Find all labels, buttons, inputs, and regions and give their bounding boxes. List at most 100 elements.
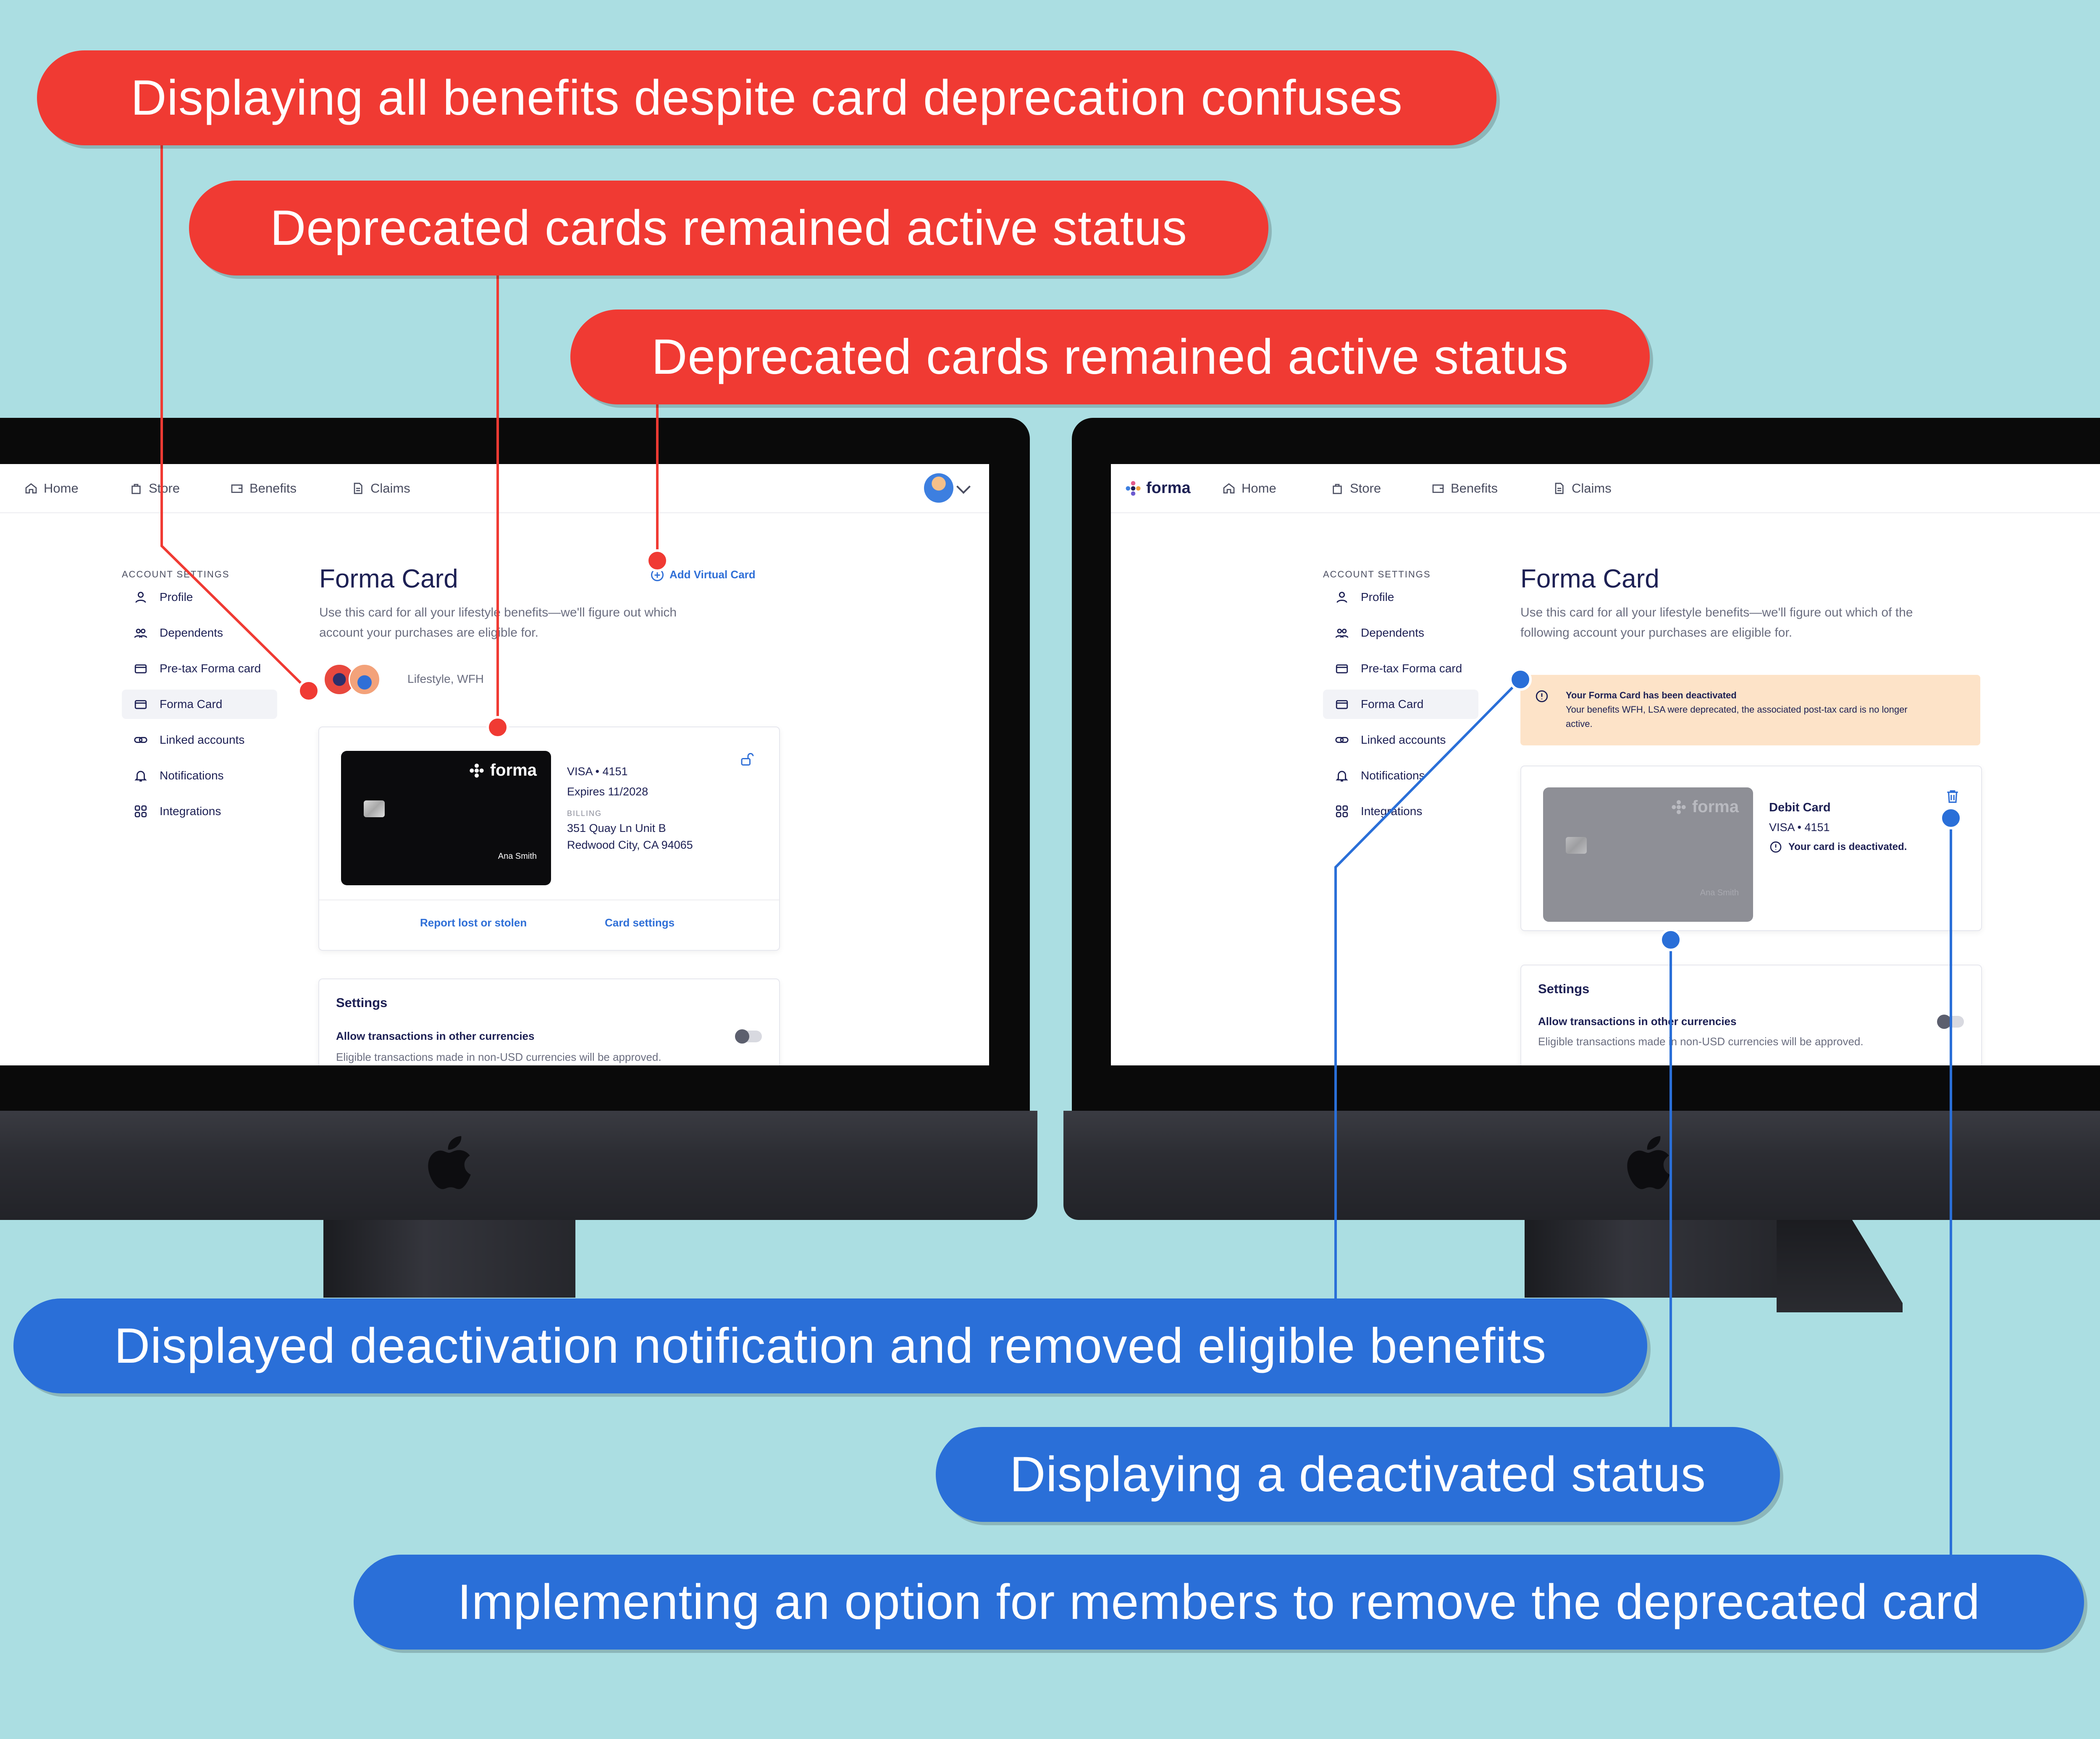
nav-claims[interactable]: Claims — [1552, 464, 1612, 512]
sidebar-item-label: Profile — [160, 590, 193, 603]
sidebar-item-integrations[interactable]: Integrations — [122, 797, 277, 826]
nav-claims[interactable]: Claims — [351, 464, 410, 512]
sidebar-item-pretax-card[interactable]: Pre-tax Forma card — [122, 654, 277, 683]
forma-logo-icon — [1126, 481, 1141, 496]
wallet-icon — [1432, 484, 1444, 493]
sidebar-item-linked-accounts[interactable]: Linked accounts — [122, 725, 277, 755]
nav-benefits-label: Benefits — [1451, 480, 1498, 496]
trash-icon[interactable] — [1945, 788, 1961, 804]
apple-logo-icon — [428, 1136, 471, 1189]
currency-setting-description: Eligible transactions made in non-USD cu… — [1538, 1035, 1864, 1048]
billing-address-1: 351 Quay Ln Unit B — [567, 822, 666, 834]
nav-home[interactable]: Home — [1222, 464, 1276, 512]
currency-toggle[interactable] — [735, 1029, 762, 1044]
sidebar-item-notifications[interactable]: Notifications — [1323, 761, 1478, 790]
settings-panel: Settings Allow transactions in other cur… — [1520, 965, 1982, 1065]
report-lost-link[interactable]: Report lost or stolen — [420, 916, 527, 929]
card-icon — [134, 664, 147, 674]
users-icon — [1335, 629, 1349, 638]
users-icon — [134, 629, 147, 638]
stand-base — [1777, 1220, 1903, 1312]
sidebar-item-dependents[interactable]: Dependents — [122, 618, 277, 648]
account-settings-label: ACCOUNT SETTINGS — [122, 569, 230, 580]
billing-label: BILLING — [567, 809, 602, 818]
sidebar-item-label: Dependents — [1361, 626, 1425, 639]
sidebar-item-pretax-card[interactable]: Pre-tax Forma card — [1323, 654, 1478, 683]
settings-title: Settings — [1538, 981, 1590, 996]
info-icon — [1536, 690, 1548, 703]
sidebar-item-profile[interactable]: Profile — [1323, 582, 1478, 612]
card-icon — [134, 700, 147, 709]
nav-benefits-label: Benefits — [249, 480, 297, 496]
nav-home-label: Home — [1242, 480, 1276, 496]
sidebar-item-label: Pre-tax Forma card — [1361, 662, 1462, 675]
sidebar-item-profile[interactable]: Profile — [122, 582, 277, 612]
user-icon — [1336, 592, 1347, 603]
forma-logo[interactable]: forma — [1124, 464, 1191, 512]
screen-after: forma Home Store Benefits Claims ACCOUNT… — [1111, 464, 2100, 1065]
bag-icon — [1333, 483, 1342, 494]
currency-setting-label: Allow transactions in other currencies — [1538, 1015, 1737, 1028]
document-icon — [1555, 483, 1564, 494]
card-status-text: Your card is deactivated. — [1788, 841, 1907, 852]
chevron-down-icon[interactable] — [956, 480, 971, 494]
grid-icon — [1336, 805, 1348, 818]
grid-icon — [134, 805, 147, 818]
currency-toggle[interactable] — [1937, 1015, 1964, 1029]
forma-logo-icon — [470, 763, 484, 778]
page-title: Forma Card — [319, 564, 458, 593]
card-type: Debit Card — [1769, 801, 1831, 814]
benefits-label: Lifestyle, WFH — [407, 672, 484, 685]
settings-panel: Settings Allow transactions in other cur… — [318, 978, 780, 1065]
sidebar-item-forma-card[interactable]: Forma Card — [122, 690, 277, 719]
billing-address-2: Redwood City, CA 94065 — [567, 839, 693, 851]
callout-blue-2: Displaying a deactivated status — [936, 1427, 1780, 1522]
sidebar-item-label: Notifications — [160, 769, 224, 782]
card-status: Your card is deactivated. — [1769, 840, 1907, 854]
sidebar-item-label: Integrations — [160, 805, 221, 818]
account-settings-label: ACCOUNT SETTINGS — [1323, 569, 1431, 580]
nav-store-label: Store — [149, 480, 180, 496]
card-settings-link[interactable]: Card settings — [605, 916, 675, 929]
currency-setting-label: Allow transactions in other currencies — [336, 1030, 535, 1042]
sidebar-item-dependents[interactable]: Dependents — [1323, 618, 1478, 648]
callout-red-3: Deprecated cards remained active status — [570, 310, 1650, 404]
forma-card-black: forma Ana Smith — [341, 751, 551, 885]
alert-body-line1: Your benefits WFH, LSA were deprecated, … — [1566, 704, 1908, 715]
nav-home[interactable]: Home — [24, 464, 79, 512]
forma-logo-text: forma — [490, 761, 537, 779]
alert-title: Your Forma Card has been deactivated — [1566, 690, 1737, 700]
callout-blue-1: Displayed deactivation notification and … — [13, 1298, 1647, 1393]
nav-store-label: Store — [1350, 480, 1381, 496]
bell-icon — [1336, 771, 1348, 782]
sidebar-item-label: Linked accounts — [160, 733, 245, 746]
sidebar-item-forma-card[interactable]: Forma Card — [1323, 690, 1478, 719]
callout-blue-3: Implementing an option for members to re… — [354, 1555, 2084, 1650]
add-virtual-card-button[interactable]: + Add Virtual Card — [651, 568, 756, 581]
apple-logo-icon — [1627, 1136, 1670, 1189]
nav-home-label: Home — [44, 480, 79, 496]
user-icon — [135, 592, 146, 603]
nav-benefits[interactable]: Benefits — [1431, 464, 1498, 512]
card-icon — [1336, 700, 1348, 709]
settings-title: Settings — [336, 995, 388, 1010]
add-virtual-card-label: Add Virtual Card — [669, 568, 756, 581]
sidebar-item-notifications[interactable]: Notifications — [122, 761, 277, 790]
callout-red-2: Deprecated cards remained active status — [189, 181, 1268, 275]
sidebar-item-label: Pre-tax Forma card — [160, 662, 261, 675]
sidebar-item-label: Notifications — [1361, 769, 1425, 782]
card-chip — [364, 800, 385, 817]
page-description-line1: Use this card for all your lifestyle ben… — [319, 606, 677, 619]
sidebar-item-linked-accounts[interactable]: Linked accounts — [1323, 725, 1478, 755]
nav-benefits[interactable]: Benefits — [230, 464, 297, 512]
avatar[interactable] — [924, 473, 953, 503]
unlock-icon[interactable] — [739, 752, 754, 767]
link-icon — [1335, 737, 1349, 743]
nav-store[interactable]: Store — [1331, 464, 1381, 512]
sidebar-item-integrations[interactable]: Integrations — [1323, 797, 1478, 826]
alert-body-line2: active. — [1566, 719, 1593, 729]
sidebar-item-label: Linked accounts — [1361, 733, 1446, 746]
top-nav: Home Store Benefits Claims — [0, 464, 989, 513]
nav-store[interactable]: Store — [129, 464, 180, 512]
page-title: Forma Card — [1520, 564, 1659, 593]
